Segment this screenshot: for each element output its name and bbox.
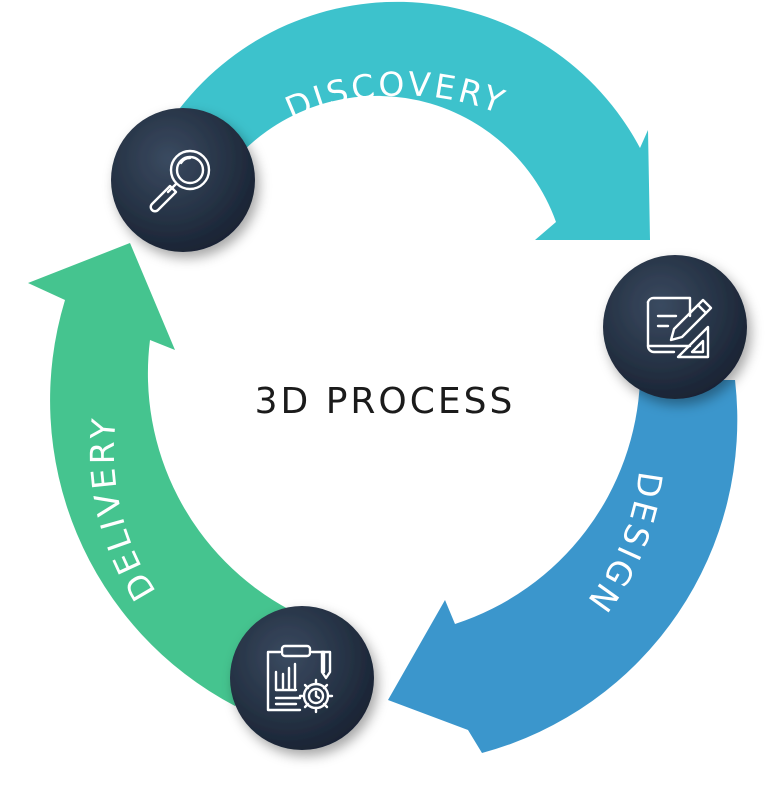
delivery-arrow <box>28 243 290 706</box>
center-title: 3D PROCESS <box>255 381 516 422</box>
clipboard-gear-icon <box>266 644 334 714</box>
design-arrow <box>388 380 738 753</box>
discovery-arrow <box>180 1 650 241</box>
magnifier-icon <box>149 149 211 213</box>
delivery-node <box>230 606 374 750</box>
blueprint-icon <box>646 296 713 359</box>
